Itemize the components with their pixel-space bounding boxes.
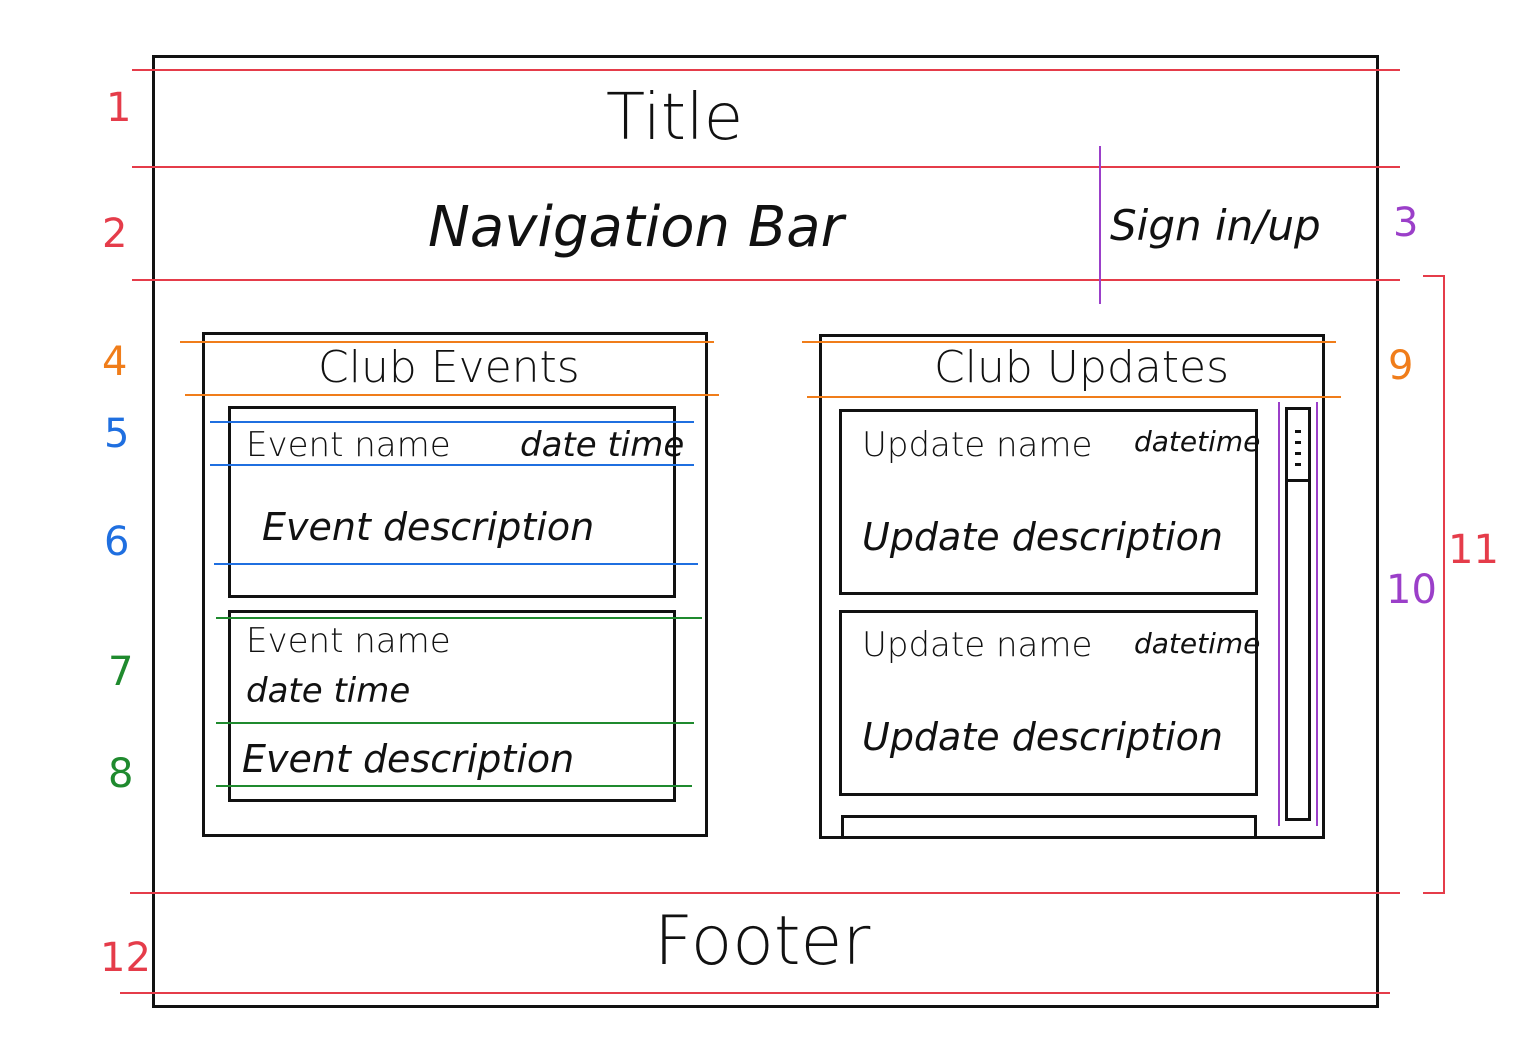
annotation-3: 3 [1393, 200, 1419, 246]
main-area-bracket-top [1423, 275, 1445, 277]
guide-line-title-bottom [132, 166, 1400, 168]
event-description: Event description [262, 505, 595, 549]
annotation-9: 9 [1388, 343, 1414, 389]
guide-line-title-top [132, 69, 1400, 71]
annotation-5: 5 [104, 411, 130, 457]
guide-line-updates-heading-bottom [807, 396, 1341, 398]
event-name: Event name [246, 425, 451, 465]
event-description: Event description [242, 737, 575, 781]
annotation-12: 12 [100, 935, 151, 981]
guide-line-event2-a [216, 617, 702, 619]
scrollbar-guide-left [1278, 402, 1280, 826]
update-datetime: datetime [1134, 627, 1261, 660]
page-frame [152, 55, 1379, 1008]
event-name: Event name [246, 621, 451, 661]
guide-line-main-bottom [130, 892, 1400, 894]
club-updates-heading: Club Updates [934, 342, 1230, 393]
update-datetime: datetime [1134, 425, 1261, 458]
event-datetime: date time [246, 671, 411, 711]
annotation-1: 1 [106, 85, 132, 131]
club-events-panel [202, 332, 708, 837]
update-description: Update description [862, 715, 1223, 759]
sign-in-divider [1099, 146, 1101, 304]
event-card-2 [228, 610, 676, 802]
updates-scrollbar[interactable] [1285, 407, 1311, 821]
guide-line-events-heading-bottom [185, 394, 719, 396]
scrollbar-grip [1295, 430, 1301, 468]
guide-line-event1-b [210, 464, 694, 466]
guide-line-footer-bottom [120, 992, 1390, 994]
annotation-7: 7 [108, 649, 134, 695]
event-datetime: date time [520, 425, 685, 465]
guide-line-event1-c [214, 563, 698, 565]
update-card-1 [839, 409, 1258, 595]
event-card-1 [228, 406, 676, 598]
guide-line-event1-a [210, 421, 694, 423]
annotation-10: 10 [1386, 567, 1437, 613]
update-card-2 [839, 610, 1258, 796]
annotation-11: 11 [1448, 527, 1499, 573]
annotation-6: 6 [104, 519, 130, 565]
main-area-bracket [1443, 275, 1445, 894]
sign-in-up-button: Sign in/up [1110, 201, 1321, 250]
guide-line-events-heading-top [180, 341, 714, 343]
club-events-heading: Club Events [318, 342, 580, 393]
annotation-2: 2 [102, 211, 128, 257]
annotation-8: 8 [108, 751, 134, 797]
club-updates-panel [819, 334, 1325, 839]
update-name: Update name [862, 425, 1093, 465]
navigation-bar: Navigation Bar [428, 195, 844, 260]
main-area-bracket-bottom [1423, 892, 1445, 894]
update-name: Update name [862, 625, 1093, 665]
page-title: Title [606, 81, 744, 155]
guide-line-event2-c [216, 785, 692, 787]
guide-line-updates-heading-top [802, 341, 1336, 343]
page-footer: Footer [654, 902, 871, 981]
scrollbar-thumb[interactable] [1288, 410, 1308, 482]
update-card-partial [841, 815, 1257, 837]
annotation-4: 4 [102, 339, 128, 385]
scrollbar-guide-right [1316, 402, 1318, 826]
guide-line-event2-b [216, 722, 694, 724]
guide-line-nav-bottom [132, 279, 1400, 281]
update-description: Update description [862, 515, 1223, 559]
